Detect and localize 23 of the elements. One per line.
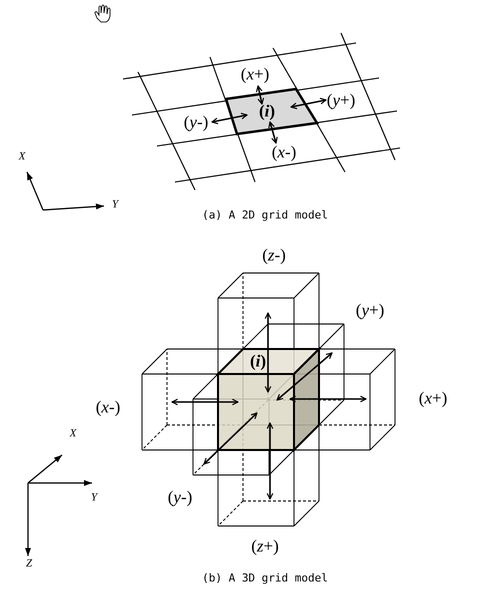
axis-label: Y	[90, 492, 98, 504]
double-arrow	[211, 112, 248, 124]
direction-label: (x-)	[272, 144, 296, 160]
direction-label: (y+)	[356, 302, 384, 318]
direction-label: (z+)	[251, 538, 279, 554]
direction-label: (x+)	[418, 390, 448, 406]
direction-label: (y+)	[326, 92, 356, 108]
axis-label: X	[70, 428, 76, 440]
direction-label: (x-)	[96, 398, 120, 416]
double-arrow	[268, 121, 278, 144]
direction-label: (y-)	[184, 114, 208, 130]
figure-caption: (a) A 2D grid model	[202, 210, 328, 220]
direction-label: (x+)	[240, 66, 270, 82]
axis-label: Z	[26, 558, 32, 570]
double-arrow	[256, 85, 264, 105]
cell-label: (i)	[250, 352, 266, 370]
cell-label: (i)	[258, 102, 276, 120]
axis-label: X	[18, 152, 26, 162]
direction-label: (y-)	[168, 488, 192, 506]
axis-label: Y	[112, 200, 118, 210]
double-arrow	[290, 98, 327, 110]
figure-caption: (b) A 3D grid model	[202, 572, 328, 584]
direction-label: (z-)	[262, 246, 286, 264]
